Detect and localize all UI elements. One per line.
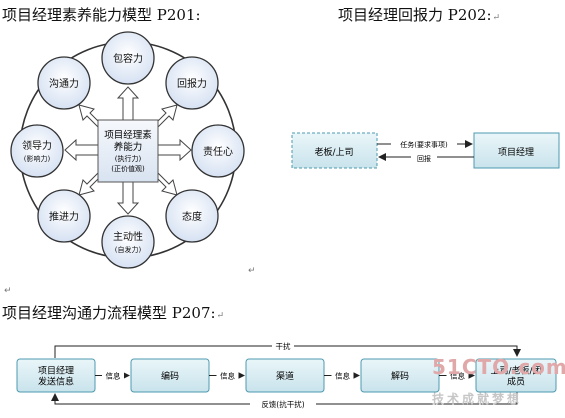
circle-initiative-sub: (自发力): [115, 245, 142, 254]
circle-responsibility-label: 责任心: [203, 145, 233, 158]
report-label: 回报: [417, 154, 431, 163]
task-label-bg: [391, 138, 457, 149]
node-receiver-label: 上司/老板/团: [490, 365, 541, 377]
pm-label: 项目经理: [498, 146, 534, 158]
return-mark: ↵: [216, 311, 225, 321]
watermark-slogan: 技术成就梦想: [432, 392, 523, 406]
node-channel-label: 渠道: [276, 370, 294, 382]
flow-label: 信息: [220, 371, 235, 381]
arrow-left: [64, 138, 99, 162]
center-box: [97, 119, 159, 183]
interference-label: 干扰: [276, 341, 291, 351]
circle-communication-label: 沟通力: [49, 77, 79, 90]
circle-drive-label: 推进力: [49, 210, 79, 223]
flow-label-bg: [331, 369, 354, 381]
center-title-line-2: 养能力: [114, 141, 143, 153]
node-receiver-box: [475, 358, 557, 393]
return-mark: ↵: [492, 13, 501, 23]
center-execution: (执行力): [115, 154, 142, 163]
title-p207: 项目经理沟通力流程模型 P207:↵: [2, 306, 224, 321]
circle-attitude-label: 态度: [182, 210, 202, 223]
flow-label-bg: [216, 369, 239, 381]
flow-label-bg: [446, 369, 469, 381]
circle-report: [165, 56, 219, 110]
center-arrows: [64, 86, 192, 215]
arrow-right: [157, 138, 192, 162]
pm-box: [473, 132, 560, 169]
node-decode-label: 解码: [391, 370, 409, 382]
title-p207-text: 项目经理沟通力流程模型 P207:: [2, 304, 216, 322]
feedback-label: 反馈(抗干扰): [261, 399, 304, 409]
circle-tolerance-label: 包容力: [113, 52, 143, 65]
node-receiver-label: 成员: [507, 376, 525, 388]
title-p202: 项目经理回报力 P202:↵: [338, 8, 500, 23]
circle-tolerance: [101, 31, 155, 85]
node-sender-label: 发送信息: [38, 376, 74, 388]
center-title-line-1: 项目经理素: [104, 129, 152, 141]
return-mark: ↵: [4, 286, 12, 296]
circle-leadership-label: 领导力: [22, 139, 52, 152]
interference-label-bg: [272, 340, 294, 351]
arrow-down: [116, 180, 140, 215]
flow-label: 信息: [450, 371, 465, 381]
title-p202-text: 项目经理回报力 P202:: [338, 6, 492, 24]
circle-responsibility: [191, 124, 245, 178]
circle-initiative: [101, 215, 155, 269]
circle-attitude: [165, 189, 219, 243]
circle-report-label: 回报力: [177, 77, 207, 90]
report-model-diagram: 老板/上司 项目经理 任务(要求事项) 回报: [291, 132, 560, 169]
flow-label: 信息: [106, 371, 121, 381]
node-encode-label: 编码: [161, 370, 179, 382]
circle-initiative-label: 主动性: [113, 230, 143, 243]
node-sender-label: 项目经理: [38, 365, 74, 377]
boss-box: [291, 132, 378, 169]
center-values: (正价值观): [111, 164, 145, 173]
title-p201-text: 项目经理素养能力模型 P201:: [2, 6, 201, 24]
circle-drive: [37, 189, 91, 243]
arrow-up: [116, 86, 140, 121]
feedback-label-bg: [250, 398, 316, 409]
circle-leadership-sub: (影响力): [24, 154, 51, 163]
report-label-bg: [411, 152, 437, 163]
flow-label-bg: [102, 369, 124, 381]
circle-communication: [37, 56, 91, 110]
watermark-logo: 51CTO.com: [432, 355, 565, 379]
task-label: 任务(要求事项): [400, 140, 448, 149]
title-p201: 项目经理素养能力模型 P201:: [2, 8, 201, 23]
circle-leadership: [10, 124, 64, 178]
boss-label: 老板/上司: [314, 146, 353, 158]
return-mark: ↵: [248, 266, 256, 276]
flow-label: 信息: [335, 371, 350, 381]
